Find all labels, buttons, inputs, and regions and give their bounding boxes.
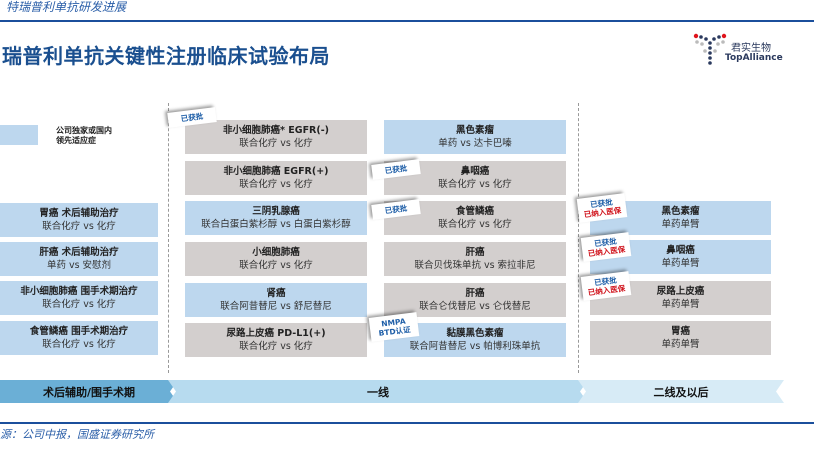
phase-label: 术后辅助/围手术期 xyxy=(42,385,136,399)
regimen: 联合化疗 vs 化疗 xyxy=(239,138,313,149)
source-note: 源：公司中报，国盛证券研究所 xyxy=(0,428,154,441)
indication: 非小细胞肺癌 EGFR(+) xyxy=(223,166,329,177)
phase-second-line: 二线及以后 xyxy=(578,380,784,403)
logo-cn: 君实生物 xyxy=(731,43,771,54)
regimen: 联合贝伐珠单抗 vs 索拉非尼 xyxy=(414,260,536,271)
trial-box: 黑色素瘤 单药 vs 达卡巴嗪 xyxy=(384,120,566,154)
indication: 肝癌 xyxy=(465,247,485,258)
regimen: 联合白蛋白紫杉醇 vs 白蛋白紫杉醇 xyxy=(201,219,351,230)
phase-adjuvant: 术后辅助/围手术期 xyxy=(0,380,178,403)
regimen: 联合阿昔替尼 vs 帕博利珠单抗 xyxy=(409,341,541,352)
regimen: 联合化疗 vs 化疗 xyxy=(239,341,313,352)
tag-line: 已获批 xyxy=(384,203,408,216)
regimen: 单药单臂 xyxy=(661,258,700,269)
trial-box: 食管鳞癌 围手术期治疗 联合化疗 vs 化疗 xyxy=(0,321,158,355)
phase-divider xyxy=(168,103,169,373)
phase-divider xyxy=(578,103,579,373)
trial-box: 胃癌 单药单臂 xyxy=(590,321,771,355)
footer-divider xyxy=(0,422,814,424)
phase-label: 二线及以后 xyxy=(653,385,709,399)
indication: 食管鳞癌 围手术期治疗 xyxy=(29,326,129,337)
trial-box: 肾癌 联合阿昔替尼 vs 舒尼替尼 xyxy=(185,283,367,317)
indication: 胃癌 xyxy=(670,326,690,337)
regimen: 联合化疗 vs 化疗 xyxy=(438,219,512,230)
tag-line: 已获批 xyxy=(180,111,204,124)
indication: 肝癌 术后辅助治疗 xyxy=(39,247,119,258)
regimen: 联合仑伐替尼 vs 仑伐替尼 xyxy=(419,301,531,312)
indication: 胃癌 术后辅助治疗 xyxy=(39,208,119,219)
indication: 非小细胞肺癌* EGFR(-) xyxy=(223,125,329,136)
tag-line: 已获批 xyxy=(384,163,408,176)
indication: 尿路上皮癌 PD-L1(+) xyxy=(226,328,326,339)
phase-label: 一线 xyxy=(367,385,389,399)
trial-box: 非小细胞肺癌* EGFR(-) 联合化疗 vs 化疗 xyxy=(185,120,367,154)
regimen: 联合化疗 vs 化疗 xyxy=(239,260,313,271)
indication: 小细胞肺癌 xyxy=(252,247,300,258)
legend-swatch xyxy=(0,125,38,145)
regimen: 联合化疗 vs 化疗 xyxy=(239,179,313,190)
indication: 鼻咽癌 xyxy=(460,166,490,177)
trial-box: 尿路上皮癌 单药单臂 xyxy=(590,281,771,315)
trial-box: 肝癌 联合仑伐替尼 vs 仑伐替尼 xyxy=(384,283,566,317)
phase-first-line: 一线 xyxy=(168,380,588,403)
trial-box: 非小细胞肺癌 EGFR(+) 联合化疗 vs 化疗 xyxy=(185,161,367,195)
indication: 肾癌 xyxy=(266,288,286,299)
trial-box: 非小细胞肺癌 围手术期治疗 联合化疗 vs 化疗 xyxy=(0,281,158,315)
regimen: 联合化疗 vs 化疗 xyxy=(42,339,116,350)
trial-box: 小细胞肺癌 联合化疗 vs 化疗 xyxy=(185,242,367,276)
regimen: 联合阿昔替尼 vs 舒尼替尼 xyxy=(220,301,332,312)
indication: 鼻咽癌 xyxy=(666,245,695,256)
indication: 黑色素瘤 xyxy=(661,206,700,217)
logo-en: TopAlliance xyxy=(725,53,783,63)
indication: 三阴乳腺癌 xyxy=(252,206,300,217)
logo-mark-icon xyxy=(693,33,727,65)
legend-label: 公司独家或国内领先适应症 xyxy=(56,126,112,145)
regimen: 单药单臂 xyxy=(661,299,700,310)
indication: 尿路上皮癌 xyxy=(656,286,705,297)
regimen: 联合化疗 vs 化疗 xyxy=(42,221,116,232)
indication: 食管鳞癌 xyxy=(455,206,494,217)
company-logo: 君实生物 TopAlliance xyxy=(693,33,793,67)
page-title: 瑞普利单抗关键性注册临床试验布局 xyxy=(2,44,330,68)
regimen: 单药 vs 安慰剂 xyxy=(46,260,112,271)
header-label: 特瑞普利单抗研发进展 xyxy=(6,0,127,14)
regimen: 联合化疗 vs 化疗 xyxy=(438,179,512,190)
indication: 非小细胞肺癌 围手术期治疗 xyxy=(20,286,138,297)
indication: 肝癌 xyxy=(465,288,485,299)
trial-box: 肝癌 联合贝伐珠单抗 vs 索拉非尼 xyxy=(384,242,566,276)
regimen: 单药 vs 达卡巴嗪 xyxy=(438,138,512,149)
regimen: 单药单臂 xyxy=(661,339,700,350)
regimen: 联合化疗 vs 化疗 xyxy=(42,299,116,310)
trial-box: 三阴乳腺癌 联合白蛋白紫杉醇 vs 白蛋白紫杉醇 xyxy=(185,201,367,235)
header-divider xyxy=(0,20,814,22)
indication: 黑色素瘤 xyxy=(455,125,494,136)
regimen: 单药单臂 xyxy=(661,219,700,230)
indication: 黏膜黑色素瘤 xyxy=(446,328,504,339)
trial-box: 肝癌 术后辅助治疗 单药 vs 安慰剂 xyxy=(0,242,158,276)
trial-box: 胃癌 术后辅助治疗 联合化疗 vs 化疗 xyxy=(0,203,158,237)
trial-box: 尿路上皮癌 PD-L1(+) 联合化疗 vs 化疗 xyxy=(185,323,367,357)
